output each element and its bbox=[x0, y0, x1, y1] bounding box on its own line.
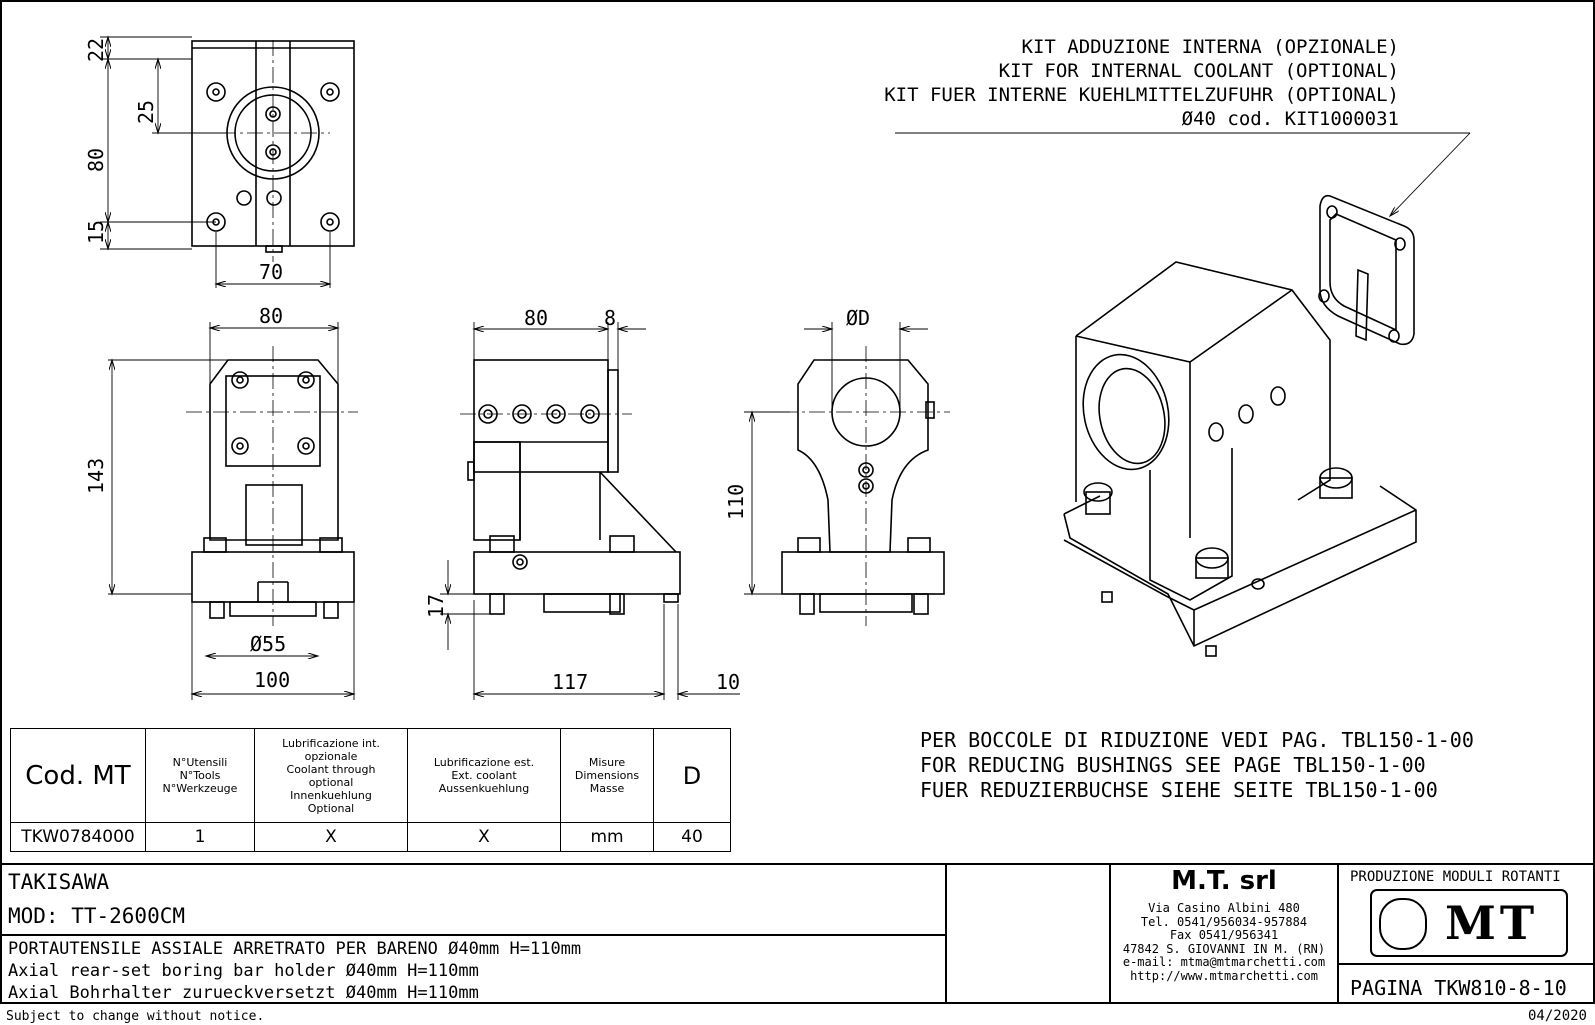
dim-front-80: 80 bbox=[259, 304, 284, 328]
dim-side-117: 117 bbox=[552, 670, 589, 694]
rear-view bbox=[781, 359, 945, 615]
header-code: Cod. MT bbox=[10, 728, 146, 823]
side-view-dims bbox=[440, 322, 740, 700]
description-it: PORTAUTENSILE ASSIALE ARRETRATO PER BARE… bbox=[8, 939, 582, 959]
page-number: PAGINA TKW810-8-10 bbox=[1350, 976, 1567, 1000]
bushing-note-line1: PER BOCCOLE DI RIDUZIONE VEDI PAG. TBL15… bbox=[920, 728, 1474, 752]
header-tools: N°Utensili N°Tools N°Werkzeuge bbox=[145, 728, 255, 823]
revision-date: 04/2020 bbox=[1527, 1008, 1587, 1024]
rotating-module-icon bbox=[1379, 898, 1427, 950]
front-view-dims bbox=[108, 322, 354, 700]
dim-rear-diameter-d: ØD bbox=[846, 306, 871, 330]
header-d: D bbox=[653, 728, 731, 823]
dim-front-55: Ø55 bbox=[250, 632, 287, 656]
header-internal-coolant: Lubrificazione int. opzionale Coolant th… bbox=[254, 728, 408, 823]
company-address: Via Casino Albini 480 Tel. 0541/956034-9… bbox=[1122, 901, 1326, 983]
description-en: Axial rear-set boring bar holder Ø40mm H… bbox=[8, 961, 479, 981]
dim-top-25: 25 bbox=[134, 99, 158, 124]
model: MOD: TT-2600CM bbox=[8, 904, 186, 928]
dim-front-143: 143 bbox=[84, 457, 108, 494]
change-notice: Subject to change without notice. bbox=[6, 1009, 265, 1024]
kit-note-line3: KIT FUER INTERNE KUEHLMITTELZUFUHR (OPTI… bbox=[884, 84, 1399, 106]
cell-code: TKW0784000 bbox=[10, 822, 146, 852]
header-dimensions: Misure Dimensions Masse bbox=[560, 728, 654, 823]
kit-note-line2: KIT FOR INTERNAL COOLANT (OPTIONAL) bbox=[998, 60, 1399, 82]
cell-tools: 1 bbox=[145, 822, 255, 852]
production-label: PRODUZIONE MODULI ROTANTI bbox=[1350, 869, 1561, 885]
dim-rear-110: 110 bbox=[724, 483, 748, 520]
kit-note-line4: Ø40 cod. KIT1000031 bbox=[1181, 108, 1399, 130]
dim-top-15: 15 bbox=[84, 219, 108, 244]
dim-front-100: 100 bbox=[254, 668, 291, 692]
rear-view-dims bbox=[744, 322, 928, 594]
bushing-note-line3: FUER REDUZIERBUCHSE SIEHE SEITE TBL150-1… bbox=[920, 778, 1438, 802]
header-external-coolant: Lubrificazione est. Ext. coolant Aussenk… bbox=[407, 728, 561, 823]
description-de: Axial Bohrhalter zurueckversetzt Ø40mm H… bbox=[8, 983, 479, 1003]
kit-note-line1: KIT ADDUZIONE INTERNA (OPZIONALE) bbox=[1021, 36, 1400, 58]
cell-internal: X bbox=[254, 822, 408, 852]
top-view-dims bbox=[100, 37, 330, 288]
dim-side-80: 80 bbox=[524, 306, 549, 330]
dim-side-17: 17 bbox=[424, 593, 448, 618]
mt-logo: MT bbox=[1375, 894, 1563, 952]
dim-top-22: 22 bbox=[84, 37, 108, 62]
side-view bbox=[467, 359, 681, 615]
cell-external: X bbox=[407, 822, 561, 852]
brand: TAKISAWA bbox=[8, 870, 110, 894]
table-row: TKW0784000 1 X X mm 40 bbox=[10, 822, 731, 852]
dim-top-70: 70 bbox=[259, 260, 284, 284]
dim-top-80: 80 bbox=[84, 147, 108, 172]
isometric-view bbox=[1063, 261, 1417, 657]
title-block-lines bbox=[1, 863, 1594, 1003]
spec-table: Cod. MT N°Utensili N°Tools N°Werkzeuge L… bbox=[10, 728, 731, 852]
centerlines bbox=[186, 40, 950, 626]
logo-text: MT bbox=[1445, 896, 1539, 950]
coolant-kit-plate bbox=[1318, 194, 1415, 346]
dim-side-8: 8 bbox=[604, 306, 617, 330]
logo-frame bbox=[1370, 889, 1568, 957]
dim-side-10: 10 bbox=[716, 670, 741, 694]
cell-d: 40 bbox=[653, 822, 731, 852]
company-name: M.T. srl bbox=[1171, 866, 1277, 896]
cell-dimensions: mm bbox=[560, 822, 654, 852]
bushing-note-line2: FOR REDUCING BUSHINGS SEE PAGE TBL150-1-… bbox=[920, 753, 1426, 777]
company-block: M.T. srl Via Casino Albini 480 Tel. 0541… bbox=[1110, 866, 1338, 983]
